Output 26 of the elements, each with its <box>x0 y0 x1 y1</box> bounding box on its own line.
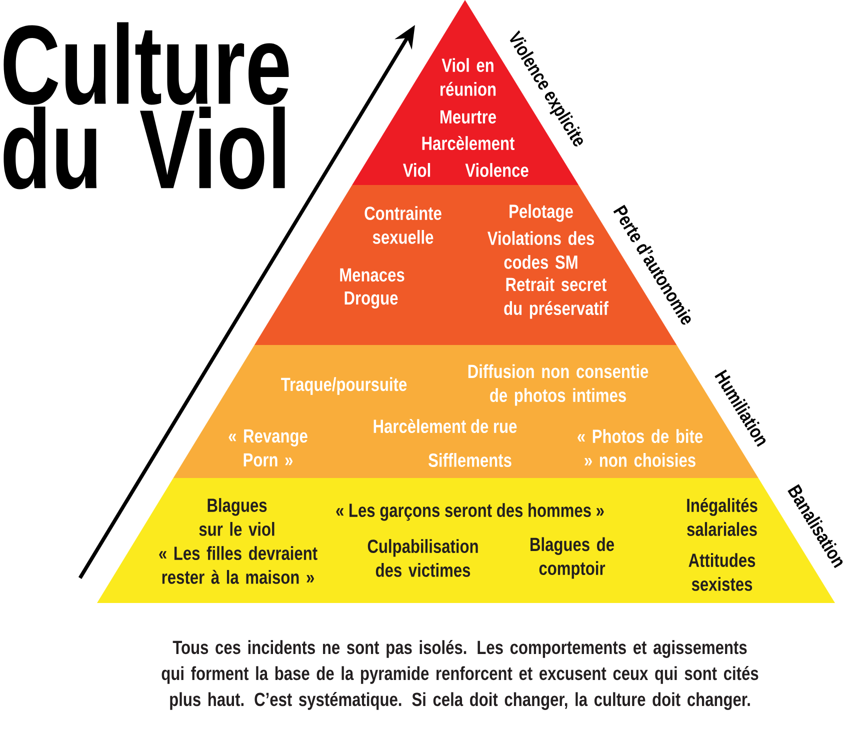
node-label: « Photos de bite » non choisies <box>578 429 703 467</box>
node-label: Violations des codes SM <box>488 231 594 269</box>
node-label: Pelotage <box>510 204 573 222</box>
node-label: Harcèlement <box>422 136 515 150</box>
node-label: Retrait secret du préservatif <box>504 277 608 319</box>
node-label: Blagues sur le viol <box>199 498 274 536</box>
node-label: Violence <box>465 163 528 177</box>
node-label: Menaces <box>340 268 404 282</box>
node-label: Viol en réunion <box>440 58 496 96</box>
node-label: « Les garçons seront des hommes » <box>336 503 604 521</box>
node-label: Harcèlement de rue <box>374 418 517 434</box>
node-label: Meurtre <box>440 110 496 124</box>
node-label: « Les filles devraient rester à la maison » <box>159 546 318 584</box>
node-label: Contrainte sexuelle <box>364 206 442 244</box>
node-label: Sifflements <box>428 453 512 467</box>
node-label: Traque/poursuite <box>281 377 407 395</box>
node-label: Inégalités salariales <box>687 498 758 536</box>
node-label: Blagues de comptoir <box>530 537 614 579</box>
node-label: Diffusion non consentie de photos intimes <box>468 364 648 406</box>
title: Culture du Viol <box>4 22 289 190</box>
node-label: « Revange Porn » <box>228 429 308 467</box>
node-label: Drogue <box>344 291 398 309</box>
node-label: Viol <box>402 163 430 177</box>
node-label: Attitudes sexistes <box>688 553 756 591</box>
node-label: Culpabilisation des victimes <box>368 539 478 577</box>
caption: Tous ces incidents ne sont pas isolés. Les comportements et agissements qui forment la base de la pyramide renforcent et excusent ceux qui sont cités plus haut. C’est systématique. Si cela doit changer, la culture doit changer. <box>162 640 758 710</box>
